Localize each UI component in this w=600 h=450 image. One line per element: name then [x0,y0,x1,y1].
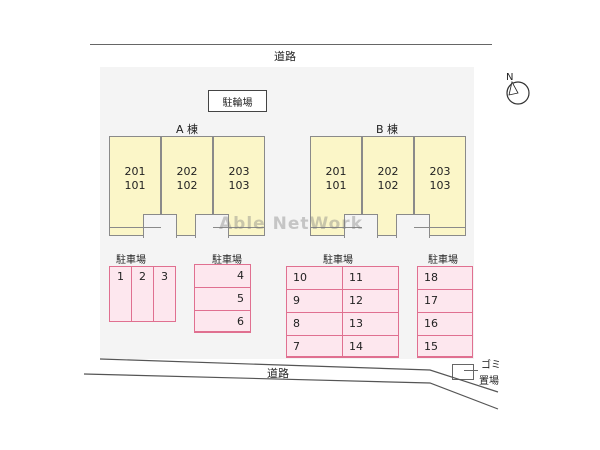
balcony-line [414,227,466,237]
top-road-line [90,44,492,45]
compass-north-label: N [506,72,513,83]
unit-number-upper: 202 [377,165,399,178]
entrance-notch [344,214,378,238]
unit-number-upper: 203 [228,165,250,178]
entrance-notch [195,214,229,238]
unit-number-lower: 103 [228,179,250,192]
unit-number-lower: 102 [176,179,198,192]
parking-lot-3: 10 9 8 7 11 12 13 14 [286,266,399,358]
parking-lot-4: 18 17 16 15 [417,266,473,358]
unit-number-lower: 101 [325,179,347,192]
bicycle-parking-label: 駐輪場 [222,97,253,109]
entrance-notch [143,214,177,238]
parking-space: 14 [342,335,399,358]
parking-space: 6 [194,310,251,333]
parking-label-3: 駐車場 [323,255,353,266]
parking-space: 3 [153,266,176,322]
bicycle-parking-box: 駐輪場 [208,90,267,112]
building-a-label: A 棟 [176,123,199,136]
watermark: Able NetWork [219,214,363,234]
balcony-line [213,227,265,237]
balcony-line [310,227,362,237]
unit-number-lower: 101 [124,179,146,192]
parking-space: 15 [417,335,473,358]
balcony-line [109,227,161,237]
entrance-notch [396,214,430,238]
parking-lot-1: 1 2 3 [109,266,176,322]
bottom-road-label: 道路 [267,367,289,380]
unit-number-lower: 102 [377,179,399,192]
north-compass-icon: N [506,72,530,105]
building-b-label: B 棟 [376,123,399,136]
unit-number-upper: 201 [325,165,347,178]
garbage-leader-line [464,370,478,371]
parking-label-1: 駐車場 [116,255,146,266]
unit-number-upper: 203 [429,165,451,178]
garbage-label-line2: 置場 [479,376,499,387]
top-road-label: 道路 [274,50,296,63]
parking-label-4: 駐車場 [428,255,458,266]
unit-number-upper: 202 [176,165,198,178]
parking-label-2: 駐車場 [212,255,242,266]
unit-number-upper: 201 [124,165,146,178]
parking-lot-2: 4 5 6 [194,264,251,333]
garbage-label-line1: ゴミ [481,360,501,371]
unit-number-lower: 103 [429,179,451,192]
garbage-area-box [452,364,474,380]
